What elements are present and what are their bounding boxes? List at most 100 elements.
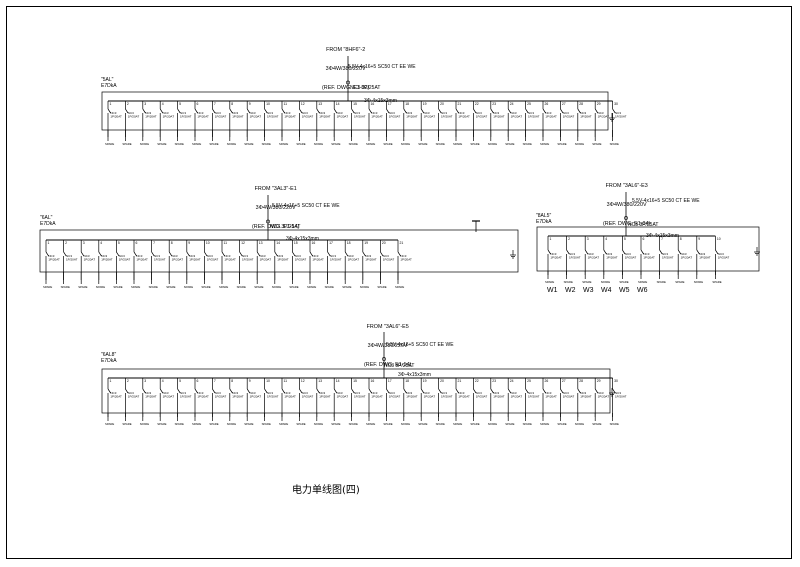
breaker-rating-label: 1P/20AT [528,395,540,399]
breaker-rating-label: NC3 [330,254,336,258]
breaker-rating-label: 1P/20AT [284,395,296,399]
breaker-rating-label: 1P/20AT [250,395,262,399]
cable-label: SPARE [540,422,549,426]
breaker-contact [133,251,137,257]
circuit-number-label: 1 [110,102,112,106]
breaker-rating-label: 1P/20AT [312,258,324,262]
breaker-rating-label: 1P/20AT [441,115,453,119]
circuit-number-label: 7 [661,237,663,241]
breaker-rating-label: 1P/20AT [189,258,201,262]
breaker-contact [229,388,233,394]
breaker-rating-label: 1P/20AT [383,258,395,262]
cable-label: SPARE [184,285,193,289]
circuit-number-label: 9 [249,102,251,106]
breaker-contact [420,108,425,114]
circuit-number-label: 3 [83,241,85,245]
breaker-rating-label: NC3 [563,111,569,115]
breaker-rating-label: 1P/20AT [267,395,279,399]
main-breaker-symbol [266,219,270,224]
breaker-contact [125,388,129,394]
cable-label: SPARE [610,142,619,146]
breaker-rating-label: 1P/20AT [145,395,157,399]
breaker-rating-label: 1P/20AT [662,256,674,260]
source-voltage: 3Φ4W/380/220V [606,202,647,209]
breaker-contact [403,108,407,114]
breaker-rating-label: NC3 [406,111,412,115]
source-ref: (REF. DWG. E1-02) [322,85,370,92]
circuit-number-label: 25 [527,379,531,383]
breaker-contact [640,249,644,255]
breaker-rating-label: 1P/20AT [154,258,166,262]
cable-label: SPARE [540,142,549,146]
circuit-number-label: 11 [224,241,228,245]
cable-label: SPARE [227,422,236,426]
cable-label: SPARE [105,142,114,146]
circuit-number-label: 17 [388,102,392,106]
cable-label: SPARE [307,285,316,289]
breaker-rating-label: NC3 [232,111,238,115]
circuit-number-label: 8 [231,102,233,106]
cable-label: SPARE [78,285,87,289]
circuit-number-label: 1 [48,241,50,245]
breaker-contact [594,388,599,394]
source-label-3: FROM "3AL6"-E3 3Φ4W/380/220V (REF. DWG. … [603,170,650,240]
breaker-contact [351,388,355,394]
source-voltage: 3Φ4W/380/220V [325,66,366,73]
drawing-frame [6,6,792,559]
cable-label: SPARE [575,422,584,426]
breaker-rating-label: 1P/20AT [232,115,244,119]
breaker-rating-label: NC3 [615,391,621,395]
circuit-number-label: 15 [353,102,357,106]
breaker-rating-label: 1P/20AT [267,115,279,119]
breaker-contact [281,388,285,394]
circuit-number-label: 6 [197,379,199,383]
breaker-rating-label: NC3 [563,391,569,395]
breaker-rating-label: NC3 [615,111,621,115]
breaker-rating-label: NC3 [232,391,238,395]
breaker-rating-label: 1P/20AT [643,256,655,260]
cable-label: SPARE [470,422,479,426]
main-breaker-label-2: NC3 3P/25AT [270,224,301,230]
breaker-rating-label: 1P/20AT [476,115,488,119]
cable-label: SPARE [610,422,619,426]
breaker-contact [327,251,331,257]
breaker-rating-label: 1P/20AT [511,115,523,119]
breaker-rating-label: NC3 [371,391,377,395]
breaker-rating-label: 1P/20AT [295,258,307,262]
breaker-contact [316,388,320,394]
breaker-rating-label: NC3 [389,111,395,115]
circuit-number-label: 12 [301,379,305,383]
cable-label: SPARE [166,285,175,289]
circuit-number-label: 19 [423,379,427,383]
breaker-rating-label: NC3 [154,254,160,258]
breaker-rating-label: 1P/20AT [458,395,470,399]
breaker-contact [177,388,181,394]
breaker-contact [221,251,225,257]
source-from: FROM "3AL6"-E5 [366,323,409,330]
cable-label: SPARE [657,280,666,284]
panel-name-4: "6AL8"E7DkA [101,352,117,364]
panel-enclosure [101,368,611,414]
breaker-contact [344,251,349,257]
circuit-number-label: 18 [347,241,351,245]
source-ref: (REF. DWG. E1-14) [364,362,412,369]
cable-label: SPARE [592,422,601,426]
breaker-contact [142,388,146,394]
cable-label: SPARE [192,142,201,146]
breaker-contact [309,251,313,257]
breaker-rating-label: NC3 [302,391,308,395]
breaker-contact [212,388,216,394]
circuit-number-label: 22 [475,379,479,383]
cable-label: SPARE [342,285,351,289]
source-label-2: FROM "3AL3"-E1 3Φ4W/380/220V (REF. DWG. … [252,173,299,243]
circuit-number-label: 4 [100,241,102,245]
cable-label: SPARE [262,422,271,426]
drawing-title: 电力单线图(四) [292,485,360,496]
breaker-contact [403,388,407,394]
circuit-number-label: 2 [568,237,570,241]
breaker-contact [351,108,355,114]
circuit-number-label: 19 [423,102,427,106]
breaker-contact [229,108,233,114]
